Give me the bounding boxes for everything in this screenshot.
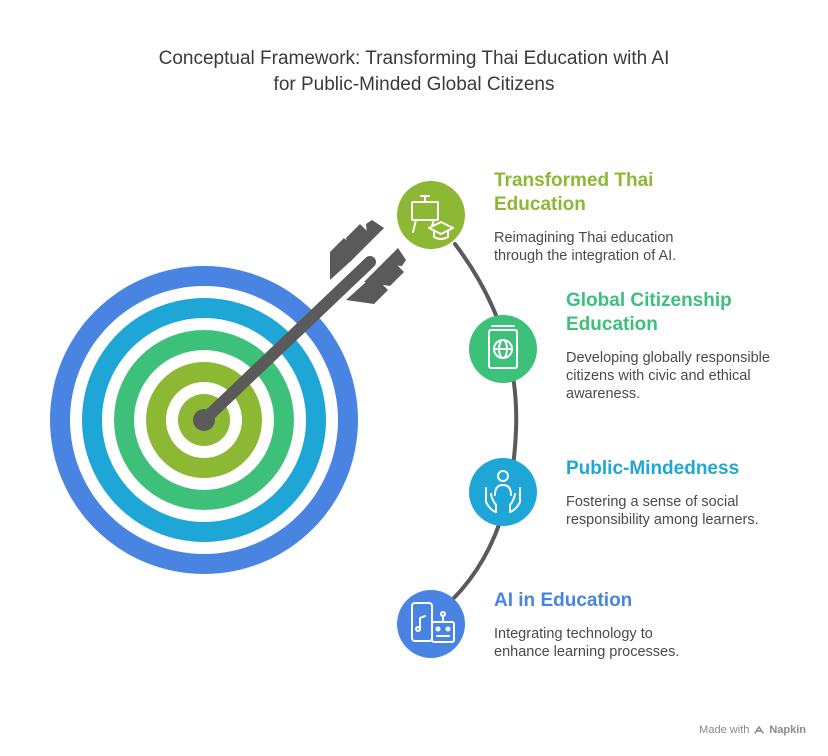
footer-attribution[interactable]: Made with Napkin <box>699 724 806 736</box>
heading-line-1: Global Citizenship <box>566 290 732 311</box>
page-title: Conceptual Framework: Transforming Thai … <box>0 46 828 98</box>
napkin-logo-icon <box>754 725 765 734</box>
item-global-citizenship-education: Global Citizenship Education Developing … <box>566 289 770 403</box>
icon-node-1 <box>397 181 465 249</box>
item-ai-in-education: AI in Education Integrating technology t… <box>494 589 679 661</box>
desc-line-1: Integrating technology to <box>494 626 653 642</box>
heading-line-1: AI in Education <box>494 590 633 611</box>
desc-line-2: responsibility among learners. <box>566 512 759 528</box>
heading-line-1: Transformed Thai <box>494 170 654 191</box>
heading-line-2: Education <box>566 314 658 335</box>
item-description: Developing globally responsible citizens… <box>566 349 770 403</box>
desc-line-2: through the integration of AI. <box>494 248 677 264</box>
item-heading: Public-Mindedness <box>566 457 759 481</box>
desc-line-3: awareness. <box>566 386 641 402</box>
item-public-mindedness: Public-Mindedness Fostering a sense of s… <box>566 457 759 529</box>
made-with-label: Made with <box>699 724 750 736</box>
item-description: Fostering a sense of social responsibili… <box>566 493 759 529</box>
item-heading: AI in Education <box>494 589 679 613</box>
title-line-1: Conceptual Framework: Transforming Thai … <box>158 48 670 69</box>
arrow-shaft <box>198 256 376 426</box>
arrow <box>193 220 406 431</box>
item-heading: Global Citizenship Education <box>566 289 770 337</box>
desc-line-1: Fostering a sense of social <box>566 494 739 510</box>
classroom-graduation-icon <box>411 195 454 240</box>
heading-line-1: Public-Mindedness <box>566 458 740 479</box>
item-heading: Transformed Thai Education <box>494 169 676 217</box>
person-hands-icon <box>485 470 521 513</box>
passport-globe-icon <box>488 325 518 369</box>
phone-robot-icon <box>411 602 455 643</box>
arrow-tip <box>193 409 215 431</box>
desc-line-1: Reimagining Thai education <box>494 230 674 246</box>
napkin-brand: Napkin <box>769 724 806 736</box>
desc-line-2: enhance learning processes. <box>494 644 680 660</box>
item-description: Integrating technology to enhance learni… <box>494 625 679 661</box>
desc-line-1: Developing globally responsible <box>566 350 770 366</box>
title-line-2: for Public-Minded Global Citizens <box>273 74 555 95</box>
item-description: Reimagining Thai education through the i… <box>494 229 676 265</box>
item-transformed-thai-education: Transformed Thai Education Reimagining T… <box>494 169 676 265</box>
connector-arc <box>450 242 519 602</box>
arrow-fletching <box>330 220 406 304</box>
icon-node-2 <box>469 315 537 383</box>
icon-node-4 <box>397 590 465 658</box>
icon-node-3 <box>469 458 537 526</box>
heading-line-2: Education <box>494 194 586 215</box>
desc-line-2: citizens with civic and ethical <box>566 368 751 384</box>
